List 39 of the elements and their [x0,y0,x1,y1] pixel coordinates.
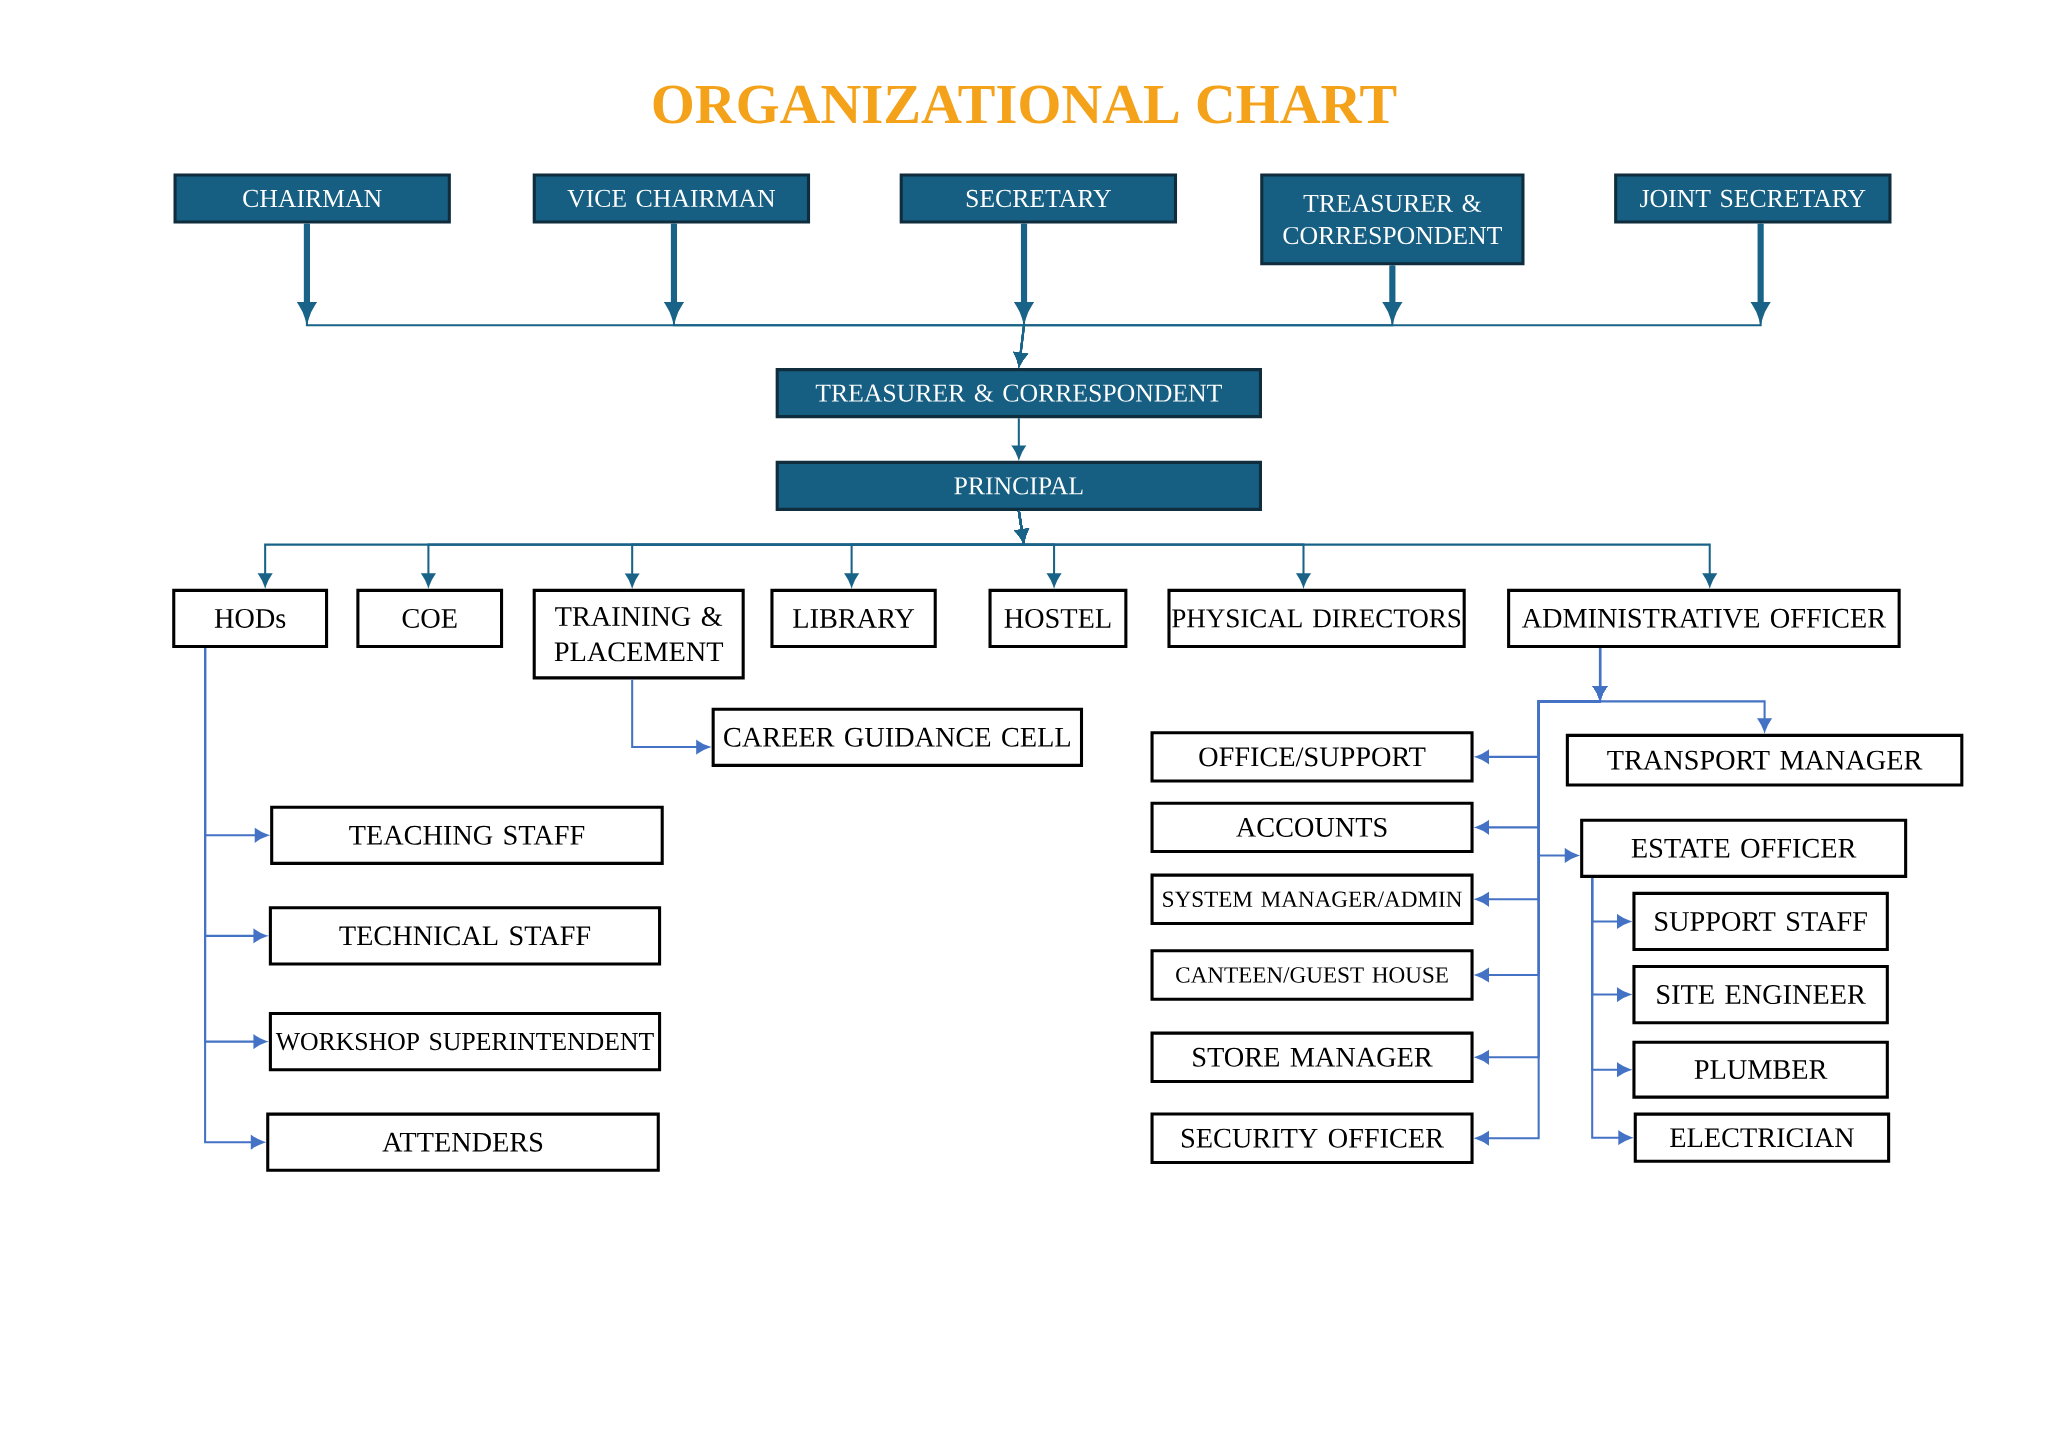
role-box: SYSTEM MANAGER/ADMIN [1150,873,1474,926]
role-box: SITE ENGINEER [1632,965,1889,1025]
arrow [1012,418,1026,459]
role-box: OFFICE/SUPPORT [1150,731,1474,783]
role-box: ESTATE OFFICER [1580,818,1908,879]
role-box: ATTENDERS [266,1112,660,1173]
chart-title: ORGANIZATIONAL CHART [653,85,1397,124]
title-box: CHAIRMAN [173,173,451,224]
arrow [1591,878,1632,1145]
role-box: ADMINISTRATIVE OFFICER [1507,589,1901,649]
role-box: CAREER GUIDANCE CELL [711,707,1084,768]
title-box: PRINCIPAL [775,461,1262,512]
role-box: CANTEEN/GUEST HOUSE [1150,949,1474,1001]
role-box: COE [356,589,504,649]
role-box: STORE MANAGER [1150,1031,1474,1084]
role-box: SUPPORT STAFF [1632,892,1889,952]
role-box: LIBRARY [770,589,937,649]
role-box: WORKSHOP SUPERINTENDENT [268,1012,662,1072]
title-box: JOINT SECRETARY [1614,173,1892,224]
role-box: HODs [172,589,329,649]
title-box: TREASURER & CORRESPONDENT [1260,173,1525,266]
role-box: ELECTRICIAN [1633,1112,1891,1163]
role-box: TEACHING STAFF [270,805,664,866]
role-box: PLUMBER [1632,1041,1889,1099]
arrow [1013,223,1769,367]
title-box: SECRETARY [899,173,1178,224]
arrow [631,679,710,754]
arrow [204,648,264,1150]
role-box: TRANSPORT MANAGER [1565,734,1964,787]
arrow [1537,648,1607,863]
title-box: VICE CHAIRMAN [532,173,811,224]
role-box: SECURITY OFFICER [1150,1112,1474,1165]
role-box: HOSTEL [988,589,1128,649]
role-box: ACCOUNTS [1150,801,1474,854]
arrow [1015,511,1717,587]
role-box: TECHNICAL STAFF [268,906,662,966]
role-box: TRAINING & PLACEMENT [532,589,745,680]
role-box: PHYSICAL DIRECTORS [1167,589,1466,649]
title-box: TREASURER & CORRESPONDENT [775,368,1262,419]
